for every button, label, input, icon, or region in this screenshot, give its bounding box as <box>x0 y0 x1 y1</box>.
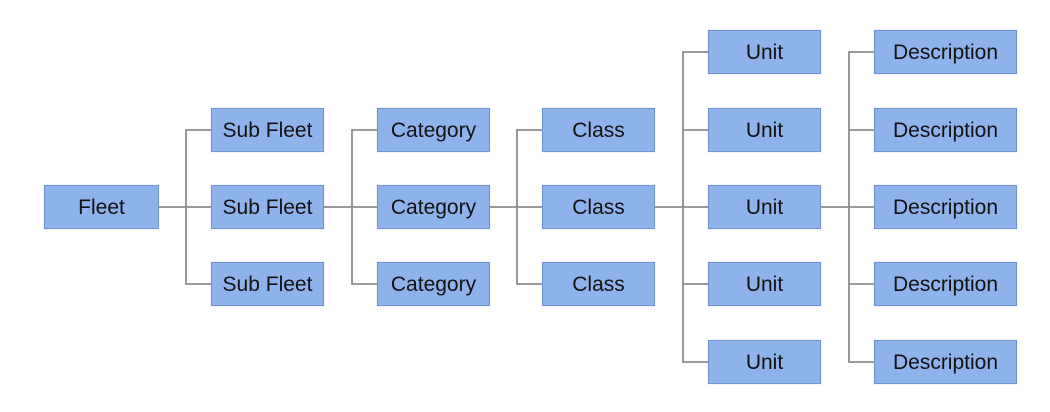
description-node: Description <box>874 108 1017 152</box>
unit-node: Unit <box>708 340 821 384</box>
class-node: Class <box>542 108 655 152</box>
category-node: Category <box>377 185 490 229</box>
category-node: Category <box>377 262 490 306</box>
description-node: Description <box>874 340 1017 384</box>
class-node: Class <box>542 185 655 229</box>
sub-fleet-node: Sub Fleet <box>211 108 324 152</box>
unit-node: Unit <box>708 30 821 74</box>
connector-class-branch <box>516 129 543 285</box>
sub-fleet-node: Sub Fleet <box>211 185 324 229</box>
description-node: Description <box>874 30 1017 74</box>
unit-node: Unit <box>708 262 821 306</box>
fleet-node: Fleet <box>44 185 159 229</box>
connector-subfleet-branch <box>185 129 212 285</box>
class-node: Class <box>542 262 655 306</box>
connector-category-branch <box>351 129 378 285</box>
description-node: Description <box>874 262 1017 306</box>
connector-unit-branch <box>682 51 709 363</box>
category-node: Category <box>377 108 490 152</box>
description-node: Description <box>874 185 1017 229</box>
sub-fleet-node: Sub Fleet <box>211 262 324 306</box>
connector-description-branch <box>848 51 875 363</box>
unit-node: Unit <box>708 185 821 229</box>
unit-node: Unit <box>708 108 821 152</box>
